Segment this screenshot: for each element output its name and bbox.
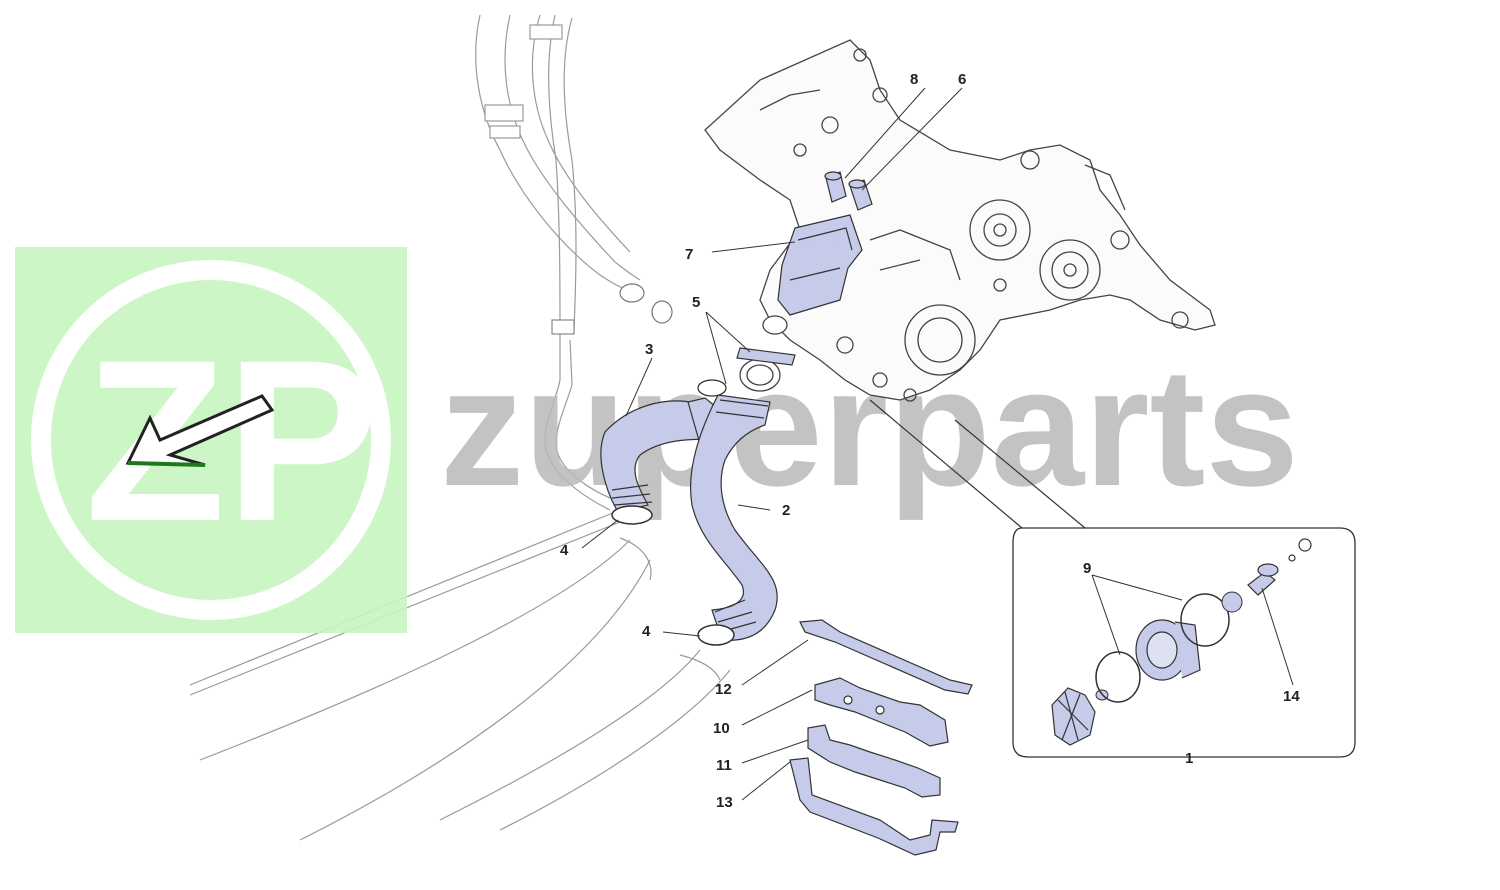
hose-clip-4a: [611, 505, 653, 525]
callout-6: 6: [958, 71, 966, 88]
pump-impeller: [1051, 687, 1096, 746]
thermostat-housing-7: [777, 214, 863, 316]
callout-2: 2: [782, 502, 790, 519]
background-pipes: [189, 14, 731, 841]
hose-clip-4b: [697, 624, 735, 646]
callout-12: 12: [715, 681, 732, 698]
bracket-10: [814, 677, 949, 747]
callout-labels: 8 6 7 5 3 2 4 4 12 10 11 13 9 14 1: [560, 71, 1300, 811]
zp-logo-watermark: ZP: [15, 247, 407, 633]
hose-clip-top: [697, 379, 727, 397]
callout-7: 7: [685, 246, 693, 263]
gasket-5: [736, 347, 796, 366]
sensor-14: [1247, 563, 1279, 596]
leader-lines: [581, 87, 1294, 801]
bracket-11: [807, 724, 941, 798]
fitting-8: [824, 171, 847, 203]
hose-2: [690, 394, 778, 641]
callout-3: 3: [645, 341, 653, 358]
logo-text: ZP: [85, 312, 379, 569]
callout-10: 10: [713, 720, 730, 737]
logo-background: [15, 247, 407, 633]
callout-14: 14: [1283, 688, 1300, 705]
callout-9: 9: [1083, 560, 1091, 577]
bracket-12: [799, 619, 973, 695]
callout-8: 8: [910, 71, 918, 88]
callout-13: 13: [716, 794, 733, 811]
o-ring-9a: [1095, 651, 1141, 703]
o-ring-9b: [1180, 593, 1230, 647]
callout-5: 5: [692, 294, 700, 311]
callout-11: 11: [716, 757, 732, 774]
callout-4a: 4: [560, 542, 569, 559]
engine-timing-cover: [704, 39, 1216, 402]
pump-nut: [1221, 591, 1243, 613]
logo-ring: [31, 260, 391, 620]
bracket-13: [789, 757, 959, 856]
fitting-6: [848, 179, 873, 211]
pump-body: [1135, 619, 1201, 681]
direction-arrow-icon: [125, 394, 275, 467]
callout-1: 1: [1185, 750, 1193, 767]
small-fitting: [1288, 538, 1312, 562]
callout-4b: 4: [642, 623, 651, 640]
